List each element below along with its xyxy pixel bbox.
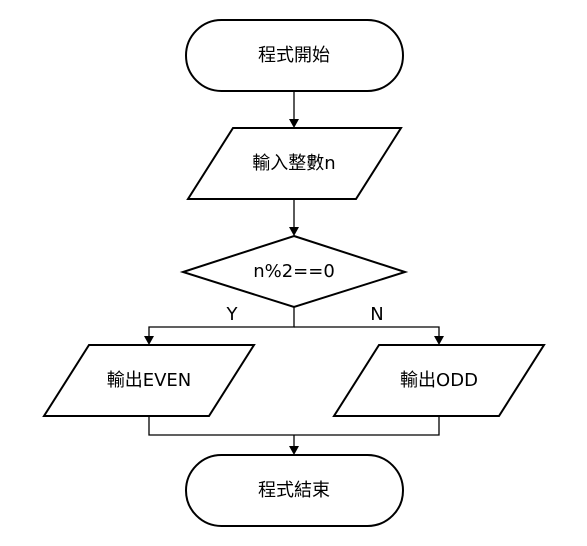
output-odd-label: 輸出ODD	[400, 370, 478, 391]
arrowhead-decision	[289, 227, 299, 236]
edge-decision-yes	[148, 307, 295, 336]
output-even-parallelogram: 輸出EVEN	[42, 344, 256, 417]
start-terminator: 程式開始	[185, 19, 404, 92]
decision-label: n%2==0	[253, 261, 335, 282]
edge-merge	[148, 416, 440, 436]
no-branch-label: N	[370, 304, 383, 325]
arrowhead-odd	[434, 336, 444, 345]
start-label: 程式開始	[258, 45, 330, 66]
end-label: 程式結束	[258, 480, 330, 501]
input-label: 輸入整數n	[252, 153, 335, 174]
output-odd-parallelogram: 輸出ODD	[332, 344, 546, 417]
edge-decision-no	[294, 326, 440, 336]
arrowhead-input	[289, 119, 299, 128]
arrowhead-end	[289, 446, 299, 455]
yes-branch-label: Y	[226, 304, 239, 325]
decision-diamond: n%2==0	[179, 234, 409, 309]
output-even-label: 輸出EVEN	[107, 370, 192, 391]
end-terminator: 程式結束	[185, 454, 404, 527]
connectors	[144, 91, 444, 455]
input-parallelogram: 輸入整數n	[186, 127, 403, 200]
arrowhead-even	[144, 336, 154, 345]
